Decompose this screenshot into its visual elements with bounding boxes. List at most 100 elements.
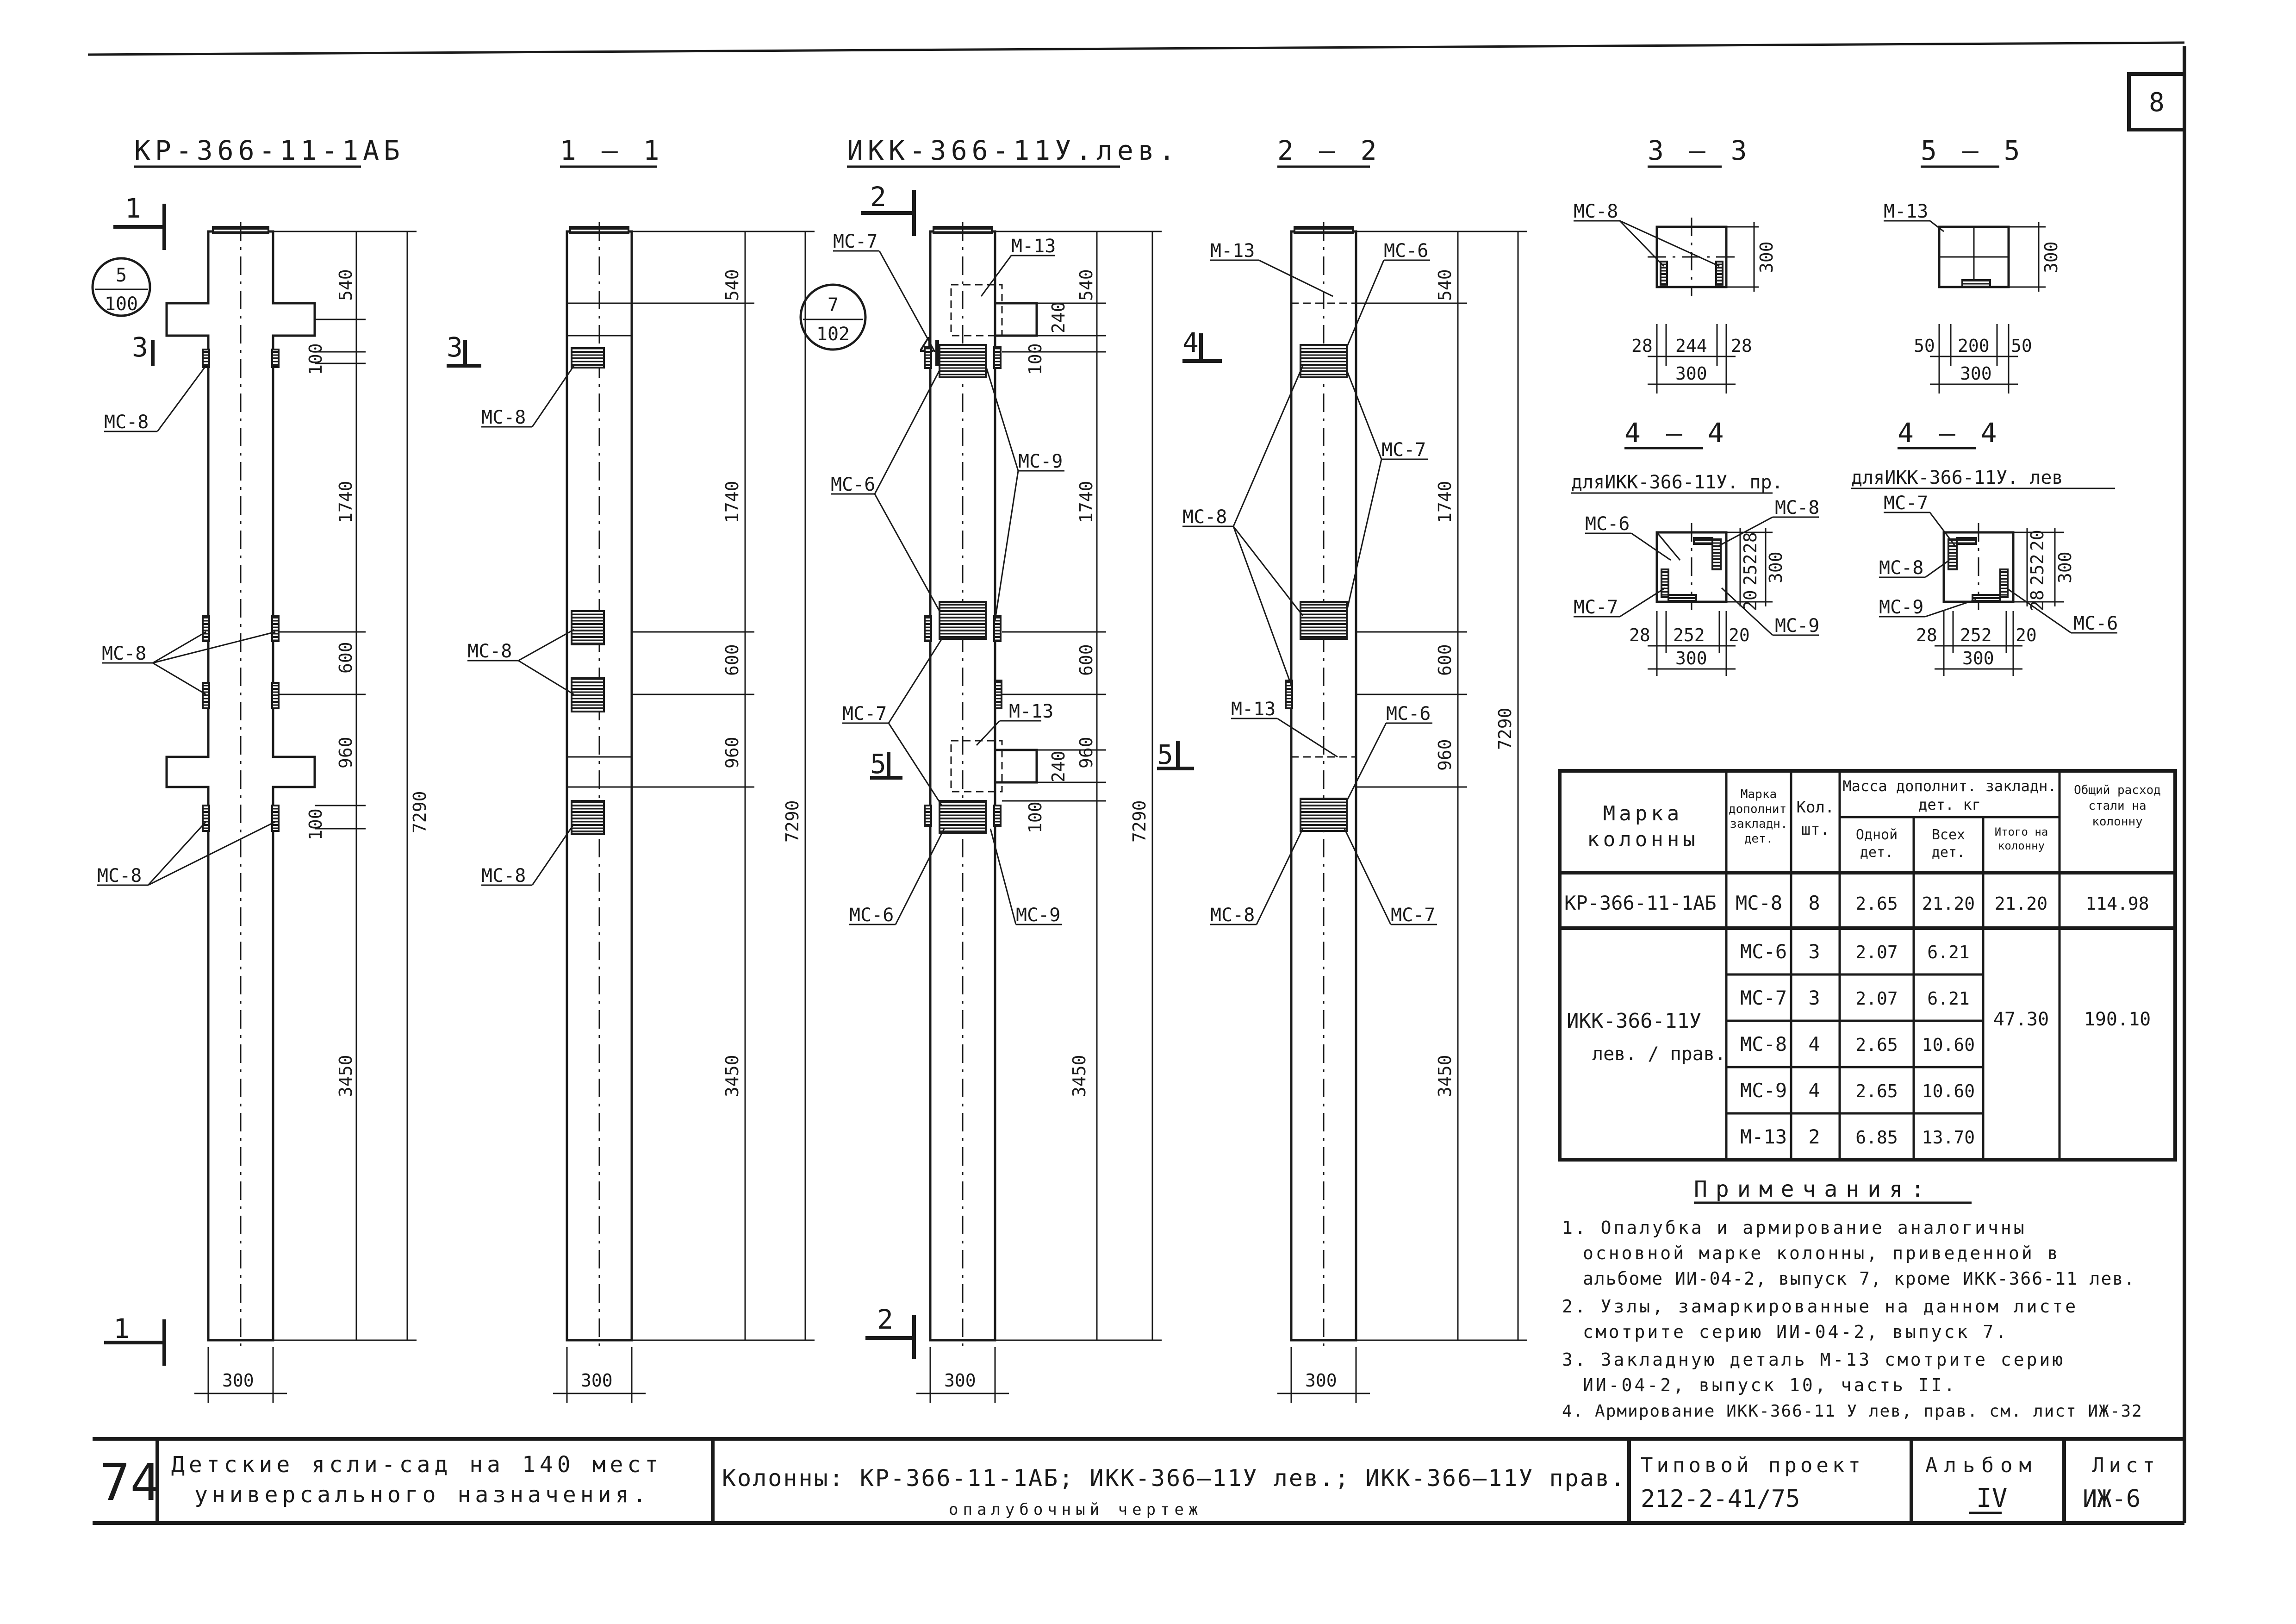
label-4-4b-ms7: МС-7 bbox=[1884, 493, 1928, 514]
view-title-4-4b: 4 – 4 bbox=[1898, 417, 2002, 449]
dim-5-5-50b: 50 bbox=[2011, 336, 2032, 356]
dim-4-4b-28: 28 bbox=[1916, 625, 1937, 645]
td-g2-r2-qty: 3 bbox=[1808, 987, 1820, 1009]
label-ikk-ms9: МС-9 bbox=[1018, 451, 1063, 472]
dim-kr-100-bot: 100 bbox=[305, 808, 326, 840]
td-g2-r1-all: 6.21 bbox=[1927, 942, 1970, 962]
sheet-frame: 8 bbox=[87, 41, 2186, 1525]
dim-4-4b-v20: 20 bbox=[2027, 530, 2047, 551]
badge-bot-kr: 100 bbox=[105, 294, 138, 315]
stamp-sheet-label: Лист bbox=[2092, 1454, 2159, 1477]
label-2-2-ms7: МС-7 bbox=[1381, 439, 1426, 461]
td-g2-r1-qty: 3 bbox=[1808, 940, 1820, 963]
dim-4-4b-v28: 28 bbox=[2027, 590, 2047, 611]
note-line-7: ИИ-04-2, выпуск 10, часть II. bbox=[1583, 1375, 1957, 1395]
sheet-corner-number: 8 bbox=[2149, 87, 2165, 118]
dim-4-4a-v252: 252 bbox=[1740, 554, 1761, 586]
note-line-4: 2. Узлы, замаркированные на данном листе bbox=[1562, 1296, 2078, 1317]
label-2-2-m13-bot: М-13 bbox=[1231, 699, 1276, 720]
dim-3-3-h: 300 bbox=[1756, 241, 1777, 273]
dim-2-2-960: 960 bbox=[1435, 739, 1455, 771]
th-mass-group: Масса дополнит. закладн. дет. кг bbox=[1842, 777, 2057, 813]
td-g2-r5-qty: 2 bbox=[1808, 1125, 1820, 1148]
dim-2-2-7290: 7290 bbox=[1495, 707, 1515, 750]
notes-block: Примечания: 1. Опалубка и армирование ан… bbox=[1562, 1176, 2142, 1421]
label-kr-ms8-a: МС-8 bbox=[104, 412, 149, 433]
dim-3-3-244: 244 bbox=[1675, 336, 1707, 356]
label-ikk-ms6: МС-6 bbox=[831, 474, 875, 495]
note-line-3: альбоме ИИ-04-2, выпуск 7, кроме ИКК-366… bbox=[1583, 1268, 2135, 1289]
sec-mark-kr-1-bot: 1 bbox=[113, 1313, 134, 1344]
stamp-typ-label: Типовой проект bbox=[1641, 1454, 1864, 1477]
dim-4-4b-252: 252 bbox=[1960, 625, 1992, 645]
dim-kr-100-top: 100 bbox=[305, 343, 326, 375]
sec-mark-ikk-4-right: 4 bbox=[1182, 327, 1203, 358]
td-g2-r3-part: МС-8 bbox=[1740, 1033, 1787, 1056]
label-4-4a-ms6: МС-6 bbox=[1585, 513, 1630, 535]
sec-mark-ikk-5: 5 bbox=[870, 748, 891, 780]
dim-4-4b-v252: 252 bbox=[2027, 554, 2047, 586]
dim-1-1-1740: 1740 bbox=[722, 481, 742, 523]
sec-mark-kr-3: 3 bbox=[132, 331, 153, 363]
td-g2-r2-all: 6.21 bbox=[1927, 988, 1970, 1009]
dim-4-4a-252: 252 bbox=[1673, 625, 1705, 645]
view-section-4-4-right-hand: 4 – 4 дляИКК-366-11У. пр. МС-6 МС-7 МС-8… bbox=[1571, 417, 1819, 676]
dim-1-1-3450: 3450 bbox=[722, 1055, 742, 1097]
td-g1-mark: КР-366-11-1АБ bbox=[1564, 892, 1717, 914]
label-4-4b-ms8: МС-8 bbox=[1879, 557, 1923, 579]
stamp-subtitle: опалубочный чертеж bbox=[949, 1500, 1202, 1519]
td-g2-r4-all: 10.60 bbox=[1922, 1081, 1975, 1101]
td-g2-r5-part: М-13 bbox=[1740, 1125, 1787, 1148]
td-g2-r3-one: 2.65 bbox=[1855, 1035, 1898, 1055]
td-g2-r4-part: МС-9 bbox=[1740, 1079, 1787, 1102]
th-part: Марка дополнит. закладн. дет. bbox=[1729, 787, 1789, 846]
view-section-3-3: 3 – 3 МС-8 300 28 244 28 300 bbox=[1574, 135, 1777, 394]
label-1-1-ms8-b: МС-8 bbox=[467, 641, 512, 662]
dim-1-1-7290: 7290 bbox=[782, 800, 803, 843]
view-section-4-4-left-hand: 4 – 4 дляИКК-366-11У. лев МС-7 МС-8 МС-9… bbox=[1851, 417, 2118, 676]
stamp-album-label: Альбом bbox=[1925, 1454, 2038, 1477]
td-g1-qty: 8 bbox=[1808, 892, 1820, 914]
label-4-4a-ms8: МС-8 bbox=[1775, 497, 1819, 518]
label-2-2-ms6-bot: МС-6 bbox=[1386, 703, 1431, 725]
td-g1-sum: 21.20 bbox=[1995, 893, 2047, 914]
th-all: Всех дет. bbox=[1931, 827, 1966, 861]
dim-4-4a-20: 20 bbox=[1729, 625, 1750, 645]
embedded-parts-table: Марка колонны Марка дополнит. закладн. д… bbox=[1558, 769, 2177, 1162]
label-ikk-ms6-bot: МС-6 bbox=[849, 905, 894, 926]
badge-top-ikk: 7 bbox=[828, 294, 839, 316]
label-1-1-ms8-c: МС-8 bbox=[481, 865, 526, 887]
label-4-4a-ms7: МС-7 bbox=[1574, 597, 1618, 618]
dim-2-2-1740: 1740 bbox=[1435, 481, 1455, 523]
dim-4-4b-v300: 300 bbox=[2055, 551, 2075, 583]
view-ikk-column: ИКК-366-11У.лев. 7 102 2 4 5 2 4 bbox=[799, 135, 1222, 1403]
td-g1-part: МС-8 bbox=[1736, 892, 1782, 914]
dim-ikk-240-bot: 240 bbox=[1048, 750, 1069, 782]
dim-2-2-540: 540 bbox=[1435, 269, 1455, 301]
sec-mark-2-2-5: 5 bbox=[1157, 739, 1178, 770]
dim-kr-540: 540 bbox=[336, 269, 356, 301]
view-section-1-1: 1 – 1 3 МС-8 МС-8 МС-8 540 1740 bbox=[447, 135, 815, 1403]
td-g2-sum: 47.30 bbox=[1993, 1009, 2049, 1030]
stamp-title: Колонны: КР-366-11-1АБ; ИКК-366–11У лев.… bbox=[722, 1465, 1626, 1492]
dim-kr-3450: 3450 bbox=[336, 1055, 356, 1097]
td-g1-all: 21.20 bbox=[1922, 893, 1975, 914]
dim-3-3-28a: 28 bbox=[1631, 336, 1653, 356]
td-g2-r5-one: 6.85 bbox=[1855, 1127, 1898, 1148]
view-title-2-2: 2 – 2 bbox=[1277, 135, 1381, 166]
label-2-2-ms7-bot: МС-7 bbox=[1391, 905, 1435, 926]
td-g2-r1-part: МС-6 bbox=[1740, 940, 1787, 963]
view-title-kr: КР-366-11-1АБ bbox=[134, 135, 404, 166]
dim-kr-960: 960 bbox=[336, 737, 356, 768]
th-total: Общий расход стали на колонну bbox=[2074, 783, 2161, 829]
dim-5-5-200: 200 bbox=[1958, 336, 1990, 356]
sec-mark-ikk-2-bot: 2 bbox=[877, 1304, 898, 1335]
dim-ikk-240-top: 240 bbox=[1048, 301, 1069, 333]
stamp-sheet-value: ИЖ-6 bbox=[2083, 1485, 2140, 1513]
td-g2-total: 190.10 bbox=[2084, 1009, 2151, 1030]
th-qty: Кол. шт. bbox=[1796, 798, 1835, 839]
dim-4-4a-v28: 28 bbox=[1740, 532, 1761, 553]
dim-ikk-3450: 3450 bbox=[1069, 1055, 1089, 1097]
dim-kr-7290: 7290 bbox=[410, 791, 430, 833]
